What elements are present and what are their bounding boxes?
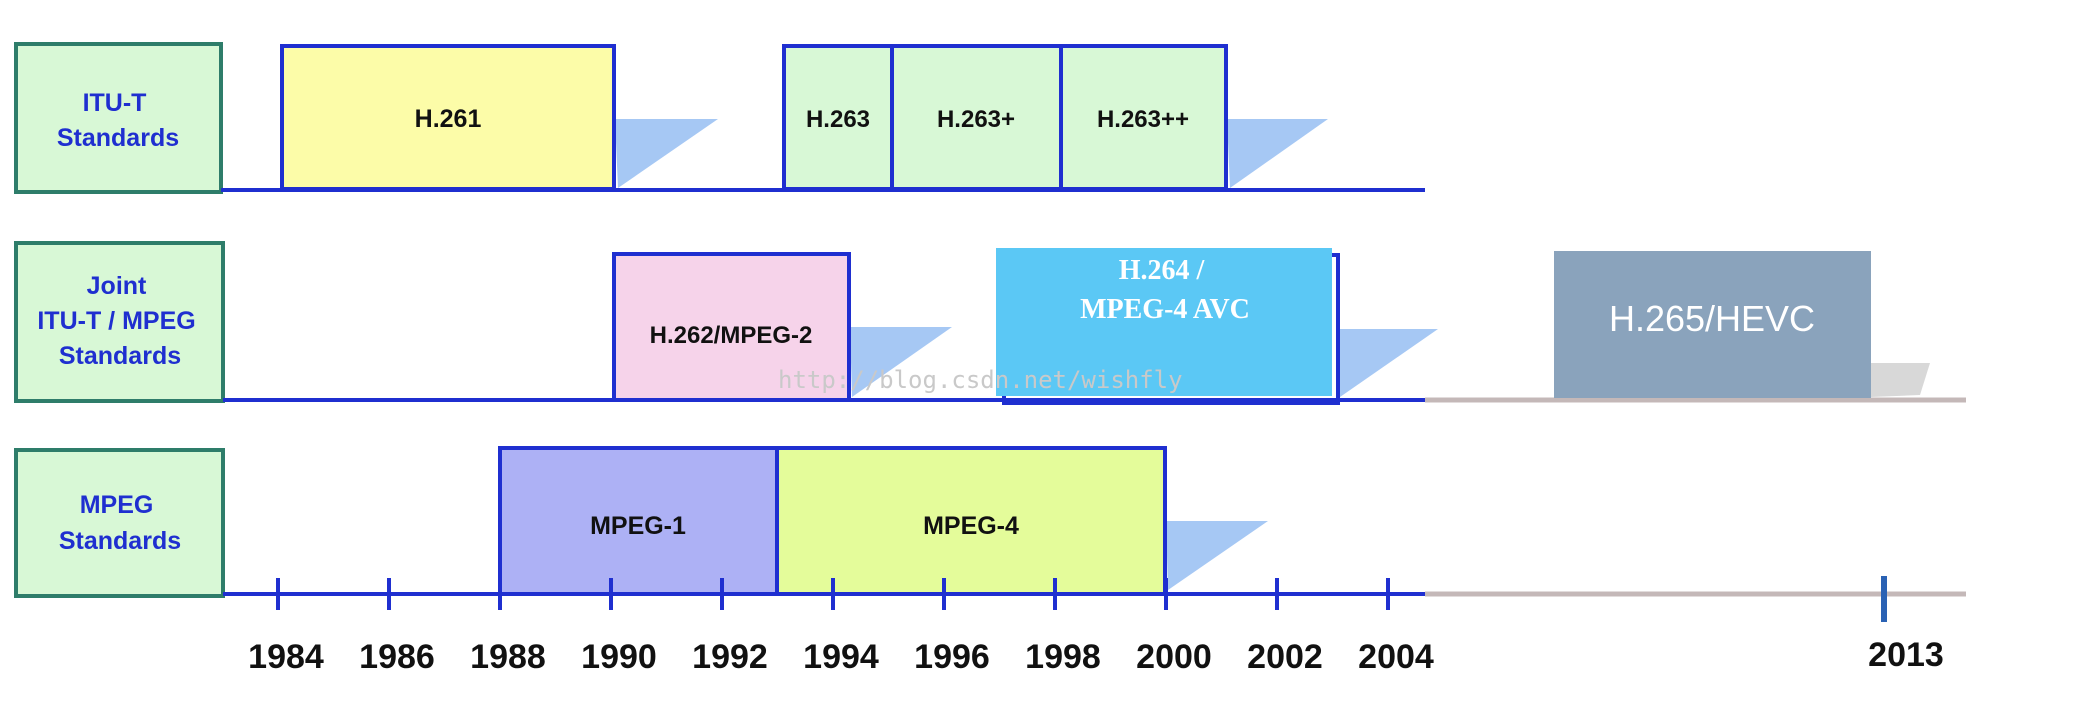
year-label-1996: 1996 [914, 638, 990, 676]
h265-box [1554, 251, 1871, 398]
h264-box [996, 248, 1332, 396]
row-label-itu-t [14, 42, 223, 194]
year-label-2002: 2002 [1247, 638, 1323, 676]
tick-2013 [1881, 576, 1887, 622]
year-label-1984: 1984 [248, 638, 324, 676]
h261-shadow-triangle [615, 119, 718, 188]
mpeg4-shadow-triangle [1166, 521, 1268, 590]
watermark-text: http://blog.csdn.net/wishfly [778, 366, 1183, 394]
year-label-1990: 1990 [581, 638, 657, 676]
h262-label: H.262/MPEG-2 [650, 322, 813, 349]
h264-shadow-triangle [1338, 329, 1438, 397]
mpeg4-box [775, 446, 1167, 596]
year-label-2000: 2000 [1136, 638, 1212, 676]
year-label-1986: 1986 [359, 638, 435, 676]
year-label-2004: 2004 [1358, 638, 1434, 676]
h265-label: H.265/HEVC [1609, 298, 1815, 339]
h263plusplus-label: H.263++ [1097, 106, 1189, 133]
year-labels: 1984 1986 1988 1990 1992 1994 1996 1998 2000 2002… [248, 638, 1434, 676]
year-ticks [276, 578, 1390, 610]
year-label-1988: 1988 [470, 638, 546, 676]
h261-box [280, 44, 616, 191]
h263plus-label: H.263+ [937, 106, 1015, 133]
row-label-joint [14, 241, 225, 403]
row-label-joint-text: Joint ITU-T / MPEG Standards [37, 272, 202, 370]
h263-label: H.263 [806, 106, 870, 133]
year-label-1994: 1994 [803, 638, 879, 676]
h261-label: H.261 [415, 105, 482, 133]
row-label-mpeg-text: MPEG Standards [59, 491, 181, 555]
h263-box [782, 44, 894, 191]
h262-box [612, 252, 851, 402]
h263plus-box [890, 44, 1063, 191]
year-label-2013: 2013 [1868, 636, 1944, 674]
h263pp-shadow-triangle [1227, 119, 1328, 188]
h264-label: H.264 / MPEG-4 AVC [1080, 255, 1250, 325]
row-label-itu-t-text: ITU-T Standards [57, 89, 179, 152]
row-label-mpeg [14, 448, 225, 598]
h263plusplus-box [1059, 44, 1228, 191]
mpeg1-label: MPEG-1 [590, 512, 686, 540]
h262-shadow-triangle [850, 327, 952, 397]
year-label-1998: 1998 [1025, 638, 1101, 676]
h265-shadow [1871, 363, 1930, 397]
year-label-1992: 1992 [692, 638, 768, 676]
mpeg4-label: MPEG-4 [923, 512, 1019, 540]
